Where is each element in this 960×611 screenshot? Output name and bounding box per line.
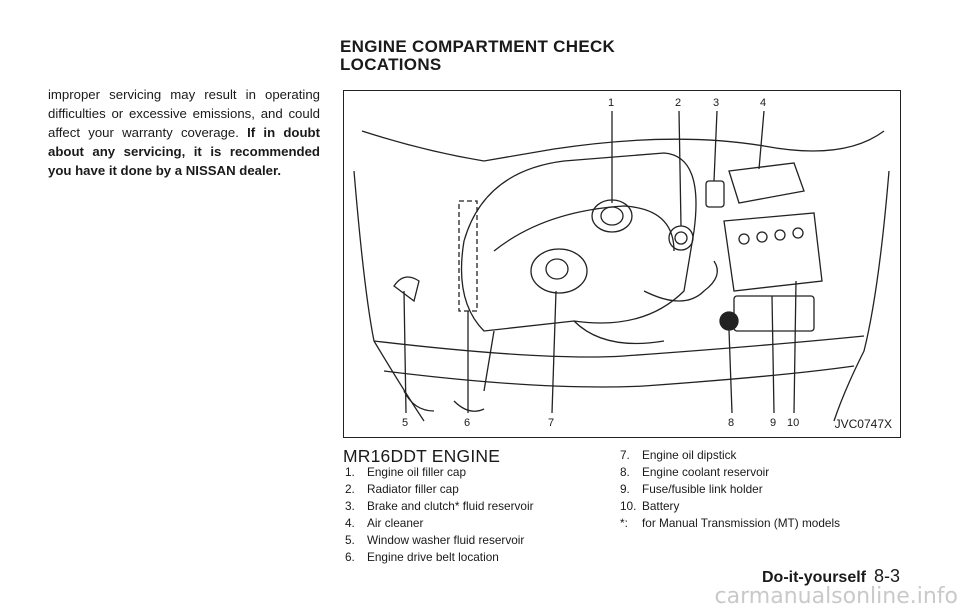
footer-section: Do-it-yourself <box>761 569 866 586</box>
list-item: 6.Engine drive belt location <box>345 550 499 564</box>
callout-4: 4 <box>760 97 767 109</box>
engine-line-drawing <box>353 110 890 422</box>
callout-2: 2 <box>675 97 682 109</box>
list-item: 1.Engine oil filler cap <box>345 465 467 479</box>
callout-10: 10 <box>787 417 800 429</box>
section-title-line2: LOCATIONS <box>340 55 442 74</box>
engine-title: MR16DDT ENGINE <box>343 446 501 466</box>
callout-8: 8 <box>728 417 735 429</box>
callout-6: 6 <box>464 417 471 429</box>
callout-5: 5 <box>402 417 409 429</box>
callout-9: 9 <box>770 417 777 429</box>
callout-1: 1 <box>608 97 615 109</box>
intro-paragraph: improper servicing may result in operati… <box>48 85 320 180</box>
list-item: 10.Battery <box>620 499 680 513</box>
engine-diagram: 1 2 3 4 5 6 7 8 9 10 JVC0747X <box>343 90 901 438</box>
figure-code: JVC0747X <box>834 417 892 431</box>
callout-3: 3 <box>713 97 720 109</box>
list-item: 7.Engine oil dipstick <box>620 448 737 462</box>
legend-list-right: 7.Engine oil dipstick 8.Engine coolant r… <box>620 447 840 532</box>
legend-list-left: 1.Engine oil filler cap 2.Radiator fille… <box>345 464 534 566</box>
list-item: 5.Window washer fluid reservoir <box>345 533 525 547</box>
list-item: 4.Air cleaner <box>345 516 424 530</box>
list-item: 8.Engine coolant reservoir <box>620 465 770 479</box>
watermark-text: carmanualsonline.info <box>714 584 958 609</box>
section-title: ENGINE COMPARTMENT CHECK LOCATIONS <box>340 38 615 74</box>
intro-text: improper servicing may result in operati… <box>48 87 320 140</box>
list-item: 2.Radiator filler cap <box>345 482 459 496</box>
section-title-line1: ENGINE COMPARTMENT CHECK <box>340 37 616 56</box>
page-number: 8-3 <box>873 566 900 586</box>
callout-7: 7 <box>548 417 555 429</box>
list-item: 9.Fuse/fusible link holder <box>620 482 763 496</box>
page-footer: Do-it-yourself 8-3 <box>762 566 900 587</box>
list-item: *:for Manual Transmission (MT) models <box>620 516 840 530</box>
intro-warning: If in doubt about any servicing, it is r… <box>48 125 320 178</box>
list-item: 3.Brake and clutch* fluid reservoir <box>345 499 534 513</box>
